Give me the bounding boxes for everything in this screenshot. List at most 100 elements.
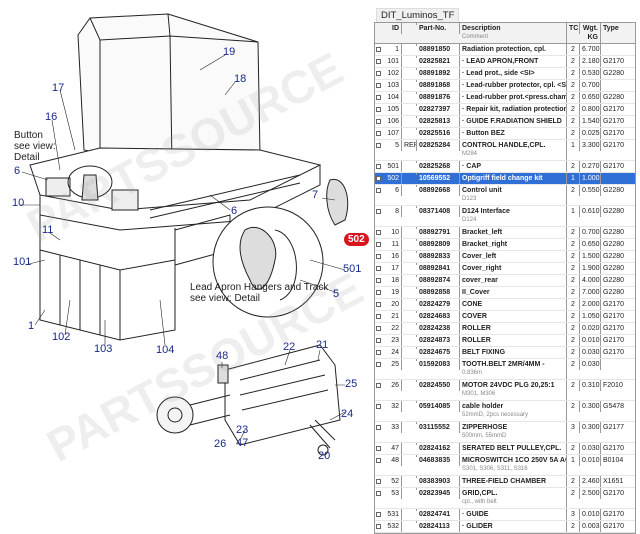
callout-26[interactable]: 26	[214, 438, 227, 450]
row-checkbox[interactable]	[375, 299, 382, 310]
callout-23[interactable]: 23	[236, 424, 249, 436]
row-checkbox[interactable]	[375, 56, 382, 67]
callout-19[interactable]: 19	[223, 46, 236, 58]
row-checkbox[interactable]	[375, 287, 382, 298]
row-checkbox[interactable]	[375, 323, 382, 334]
callout-102[interactable]: 102	[52, 331, 71, 343]
row-checkbox[interactable]	[375, 488, 382, 499]
callout-103[interactable]: 103	[94, 343, 113, 355]
row-checkbox[interactable]	[375, 443, 382, 454]
callout-11[interactable]: 11	[42, 224, 54, 236]
callout-101[interactable]: 101	[13, 256, 32, 268]
row-checkbox[interactable]	[375, 116, 382, 127]
row-checkbox[interactable]	[375, 104, 382, 115]
row-checkbox[interactable]	[375, 251, 382, 262]
callout-502-highlighted[interactable]: 502	[344, 233, 369, 246]
col-part-no[interactable]: Part-No.	[417, 23, 460, 34]
row-checkbox[interactable]	[375, 92, 382, 103]
callout-48[interactable]: 48	[216, 350, 229, 362]
callout-18[interactable]: 18	[234, 73, 247, 85]
callout-6[interactable]: 6	[14, 165, 21, 177]
col-weight[interactable]: Wgt. KG	[580, 23, 601, 43]
row-checkbox[interactable]	[375, 227, 382, 238]
row-checkbox[interactable]	[375, 128, 382, 139]
col-tc[interactable]: TC	[569, 23, 580, 34]
row-checkbox[interactable]	[375, 359, 382, 370]
row-checkbox[interactable]	[375, 455, 382, 466]
row-checkbox[interactable]	[375, 206, 382, 217]
row-checkbox[interactable]	[375, 161, 382, 172]
col-type[interactable]: Type	[603, 25, 619, 32]
callout-16[interactable]: 16	[45, 111, 58, 123]
row-checkbox[interactable]	[375, 347, 382, 358]
row-checkbox[interactable]	[375, 185, 382, 196]
row-checkbox[interactable]	[375, 380, 382, 391]
row-checkbox[interactable]	[375, 422, 382, 433]
callout-1[interactable]: 1	[28, 320, 35, 332]
callout-501[interactable]: 501	[343, 263, 362, 275]
callout-25[interactable]: 25	[345, 378, 358, 390]
callout-10[interactable]: 10	[12, 197, 25, 209]
callout-5[interactable]: 5	[333, 288, 340, 300]
row-checkbox[interactable]	[375, 44, 382, 55]
row-checkbox[interactable]	[375, 80, 382, 91]
row-checkbox[interactable]	[375, 521, 382, 532]
callout-20[interactable]: 20	[318, 450, 331, 462]
row-checkbox[interactable]	[375, 263, 382, 274]
row-checkbox[interactable]	[375, 509, 382, 520]
callout-104[interactable]: 104	[156, 344, 175, 356]
row-checkbox[interactable]	[375, 335, 382, 346]
callout-21[interactable]: 21	[316, 339, 329, 351]
row-checkbox[interactable]	[375, 476, 382, 487]
row-checkbox[interactable]	[375, 311, 382, 322]
col-id[interactable]: ID	[382, 23, 402, 34]
row-checkbox[interactable]	[375, 275, 382, 286]
row-checkbox[interactable]	[375, 239, 382, 250]
row-checkbox[interactable]	[375, 68, 382, 79]
row-checkbox[interactable]	[375, 140, 382, 151]
callout-24[interactable]: 24	[341, 408, 354, 420]
callout-47[interactable]: 47	[236, 437, 249, 449]
row-checkbox[interactable]	[375, 173, 382, 184]
callout-7[interactable]: 7	[312, 189, 319, 201]
callout-22[interactable]: 22	[283, 341, 296, 353]
callout-6[interactable]: 6	[231, 205, 238, 217]
callout-17[interactable]: 17	[52, 82, 65, 94]
row-checkbox[interactable]	[375, 401, 382, 412]
